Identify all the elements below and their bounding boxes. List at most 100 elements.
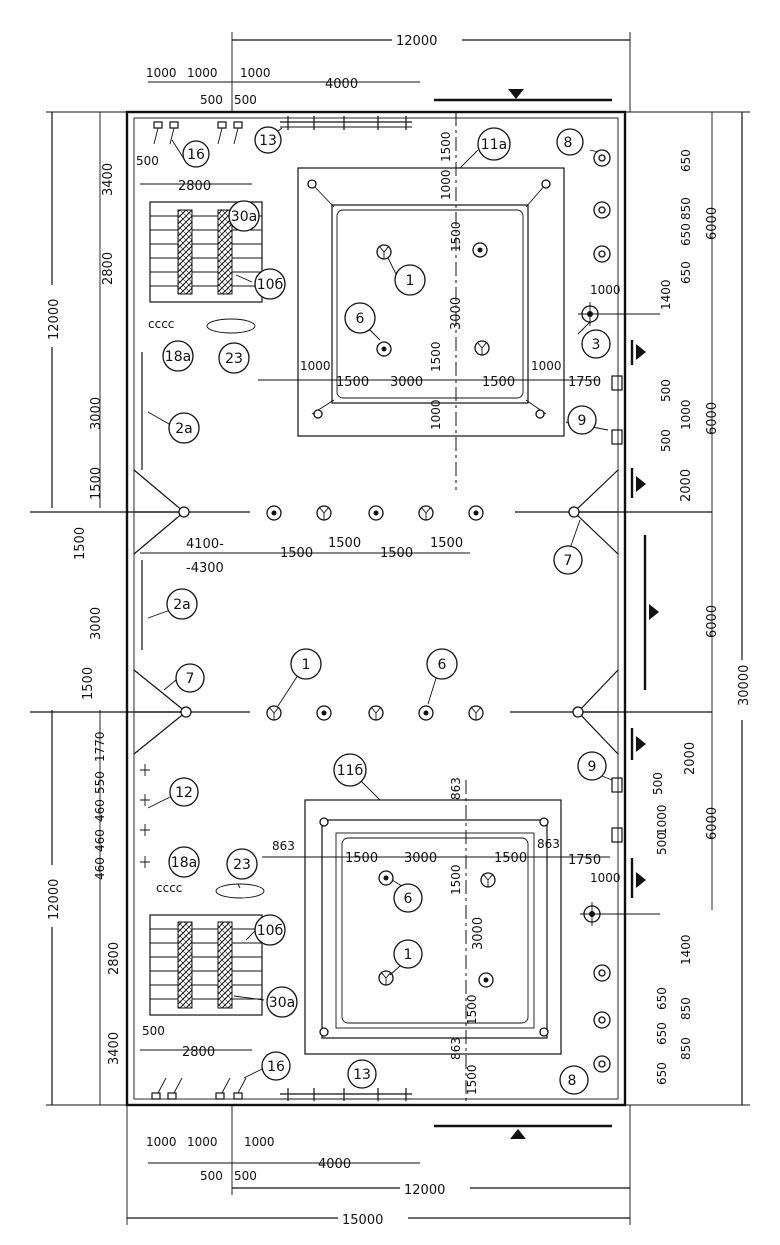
dim-text: 650	[655, 987, 669, 1010]
callout-9-upper: 9	[567, 405, 597, 435]
dim-text: 1500	[430, 536, 463, 551]
dim-text: 863	[449, 1037, 463, 1060]
callout-label: 13	[259, 133, 277, 149]
fixture-y	[316, 505, 332, 521]
dim-text: 850	[679, 997, 693, 1020]
dim-text: 1000	[429, 399, 443, 430]
callout-10b-lower: 10б	[254, 914, 286, 946]
dim-text: -4300	[186, 561, 224, 576]
dim-text: 500	[142, 1024, 165, 1038]
dim-text: 1770	[93, 731, 107, 762]
callout-13-lower: 13	[347, 1059, 377, 1089]
dim-text: 850	[679, 1037, 693, 1060]
callout-9-lower: 9	[577, 751, 607, 781]
callout-13-upper: 13	[254, 126, 282, 154]
callout-label: 30a	[269, 995, 295, 1011]
right-dimensions: 650 850 650 650 6000 1400 1000 500 1000 …	[590, 112, 720, 1085]
callout-label: 6	[404, 891, 413, 907]
callout-label: 7	[564, 553, 573, 569]
dim-text: 4000	[325, 77, 358, 92]
upper-hatched-block	[149, 201, 263, 303]
dim-text: 650	[679, 261, 693, 284]
callout-11b: 11б	[333, 753, 367, 787]
outlets-16	[151, 121, 247, 1100]
dim-text: 1750	[568, 853, 601, 868]
dim-text: 2800	[182, 1045, 215, 1060]
callout-label: 23	[233, 857, 251, 873]
dim-text: 1500	[429, 341, 443, 372]
dim-text: 650	[655, 1062, 669, 1085]
callout-label: 7	[186, 671, 195, 687]
callout-16-upper: 16	[182, 140, 210, 168]
section-arrow-top	[508, 89, 524, 99]
dim-text: 1500	[280, 546, 313, 561]
callout-label: 9	[578, 413, 587, 429]
dim-text: 3000	[390, 375, 423, 390]
fixture-dot	[378, 870, 394, 886]
left-dimensions: 3400 2800 3000 1500 1500 3000 1500 1770 …	[73, 112, 252, 1105]
dim-text: 1500	[439, 131, 453, 162]
callout-2a-upper: 2a	[168, 412, 200, 444]
axis-lines: 4100- -4300 1500 1500 1500 1500	[30, 511, 712, 713]
dim-left-12000-upper: 12000	[47, 299, 62, 340]
callout-8-upper: 8	[556, 128, 584, 156]
dim-text: 460	[93, 799, 107, 822]
fixture-y	[418, 505, 434, 521]
dim-left-12000-lower: 12000	[47, 879, 62, 920]
callout-7-right: 7	[553, 545, 583, 575]
callout-6-middle: 6	[426, 648, 458, 680]
dim-text: 500	[659, 379, 673, 402]
callout-label: 23	[225, 351, 243, 367]
dim-text: 1500	[89, 467, 104, 500]
dim-text: 3400	[107, 1032, 122, 1065]
callout-label: 30a	[231, 209, 257, 225]
dim-bottom-15000: 15000	[342, 1213, 383, 1228]
dim-text: 3000	[471, 917, 486, 950]
dim-text: 1500	[465, 1064, 479, 1095]
dim-text: 3000	[89, 607, 104, 640]
dim-text: 1000	[187, 1135, 218, 1149]
callout-label: 2a	[173, 597, 191, 613]
dim-text: 460	[93, 857, 107, 880]
callout-16-lower: 16	[261, 1051, 291, 1081]
callout-18a-lower: 18a	[168, 846, 200, 878]
dim-text: 500	[234, 93, 257, 107]
callout-2a-lower: 2a	[166, 588, 198, 620]
dim-text: 1500	[380, 546, 413, 561]
fixture-dot	[478, 972, 494, 988]
dim-text: 1500	[336, 375, 369, 390]
fixture-dot	[316, 705, 332, 721]
upper-pit: 1000 1500 3000 1500 1000 1750 1500 1000 …	[258, 112, 601, 490]
dim-text: 1000	[146, 66, 177, 80]
dim-text: 500	[651, 772, 665, 795]
dim-text: 1000	[531, 359, 562, 373]
callout-18a-upper: 18a	[162, 340, 194, 372]
dim-text: 6000	[705, 605, 720, 638]
dim-text: 6000	[705, 807, 720, 840]
dim-text: 1400	[659, 279, 673, 310]
fixtures	[140, 149, 660, 1073]
dim-text: 6000	[705, 207, 720, 240]
fixture-y	[378, 970, 394, 986]
dim-text: 650	[679, 223, 693, 246]
devices-18a-23: ссcс ссcс	[148, 317, 265, 899]
callout-6-upper: 6	[344, 302, 376, 334]
dim-text: 3400	[101, 163, 116, 196]
callout-label: 8	[568, 1073, 577, 1089]
fixture-y	[474, 340, 490, 356]
callout-8-lower: 8	[559, 1065, 589, 1095]
dim-text: 500	[200, 1169, 223, 1183]
dim-text: 1000	[590, 871, 621, 885]
fixture-y	[376, 244, 392, 260]
lower-pit: 863 1500 3000 1500 863 1750 863 1500 300…	[262, 777, 610, 1105]
dim-text: 1500	[449, 864, 463, 895]
top-bar-13	[280, 116, 412, 130]
overall-dimensions: 12000 12000 15000 30000 12000 12000	[44, 30, 752, 1228]
dim-text: 1500	[328, 536, 361, 551]
dim-text: 1000	[146, 1135, 177, 1149]
fixture-dot	[468, 505, 484, 521]
callout-7-left: 7	[175, 663, 205, 693]
dim-text: 1750	[568, 375, 601, 390]
lower-hatched-block	[149, 914, 263, 1016]
